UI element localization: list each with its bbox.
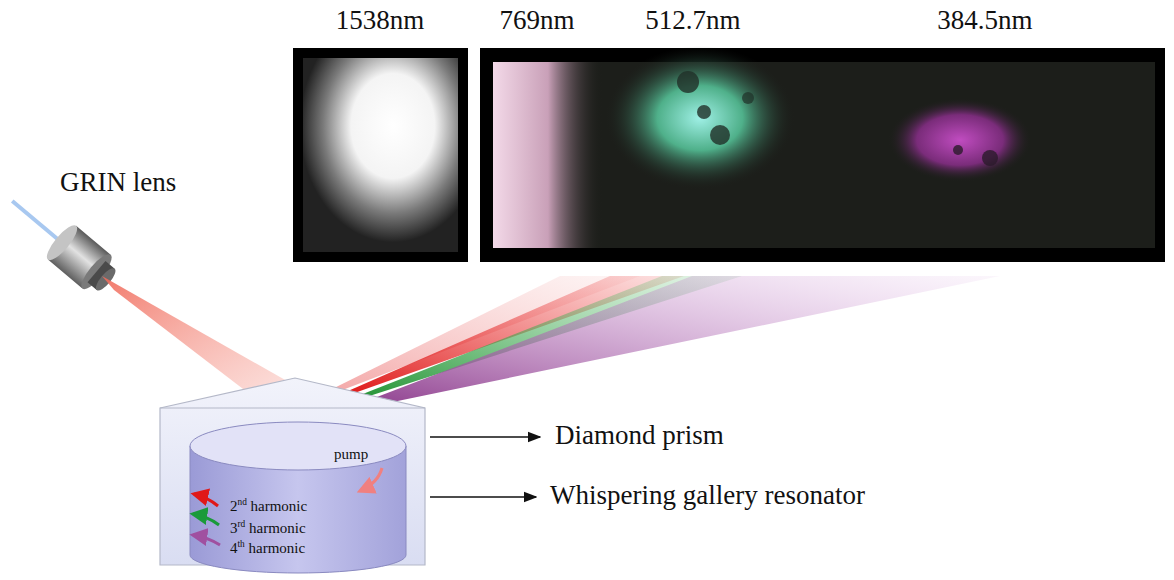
wavelength-heading: 384.5nm	[937, 6, 1032, 36]
wavelength-heading: 512.7nm	[645, 6, 740, 36]
leader-arrow	[430, 436, 540, 438]
image-ground	[493, 62, 1155, 248]
pump-arrow	[360, 468, 382, 491]
mode-label: pump	[334, 446, 368, 463]
uv-spot	[888, 98, 1032, 182]
dust-spot	[982, 150, 998, 166]
dust-spot	[953, 145, 963, 155]
dust-spot	[697, 105, 711, 119]
lens-back	[43, 221, 82, 264]
harmonic-arrow	[193, 514, 219, 525]
harmonic-arrow	[194, 494, 218, 506]
part-label: GRIN lens	[60, 168, 176, 198]
resonator-top	[190, 422, 406, 470]
harmonic-arrow	[193, 535, 220, 545]
fourth-harmonic-beam	[356, 276, 1000, 405]
image-frame	[293, 48, 468, 262]
ir-spot	[303, 58, 458, 252]
image-panel: 1538nm	[293, 48, 468, 262]
image-frame	[480, 48, 1165, 262]
grin-lens	[0, 184, 124, 299]
dust-spot	[742, 92, 754, 104]
red-spot	[493, 62, 603, 248]
prism-edge	[160, 407, 425, 408]
part-label: Whispering gallery resonator	[550, 481, 865, 511]
image-panel: 769nm512.7nm384.5nm	[480, 48, 1165, 262]
leader-arrow	[430, 496, 536, 498]
mode-label: 2nd harmonic	[230, 498, 307, 515]
mode-label: 4th harmonic	[230, 540, 305, 557]
dust-spot	[710, 125, 730, 145]
dust-spot	[677, 71, 699, 93]
mode-label: 3rd harmonic	[230, 520, 306, 537]
green-spot	[605, 46, 795, 190]
resonator: pump 2nd harmonic 3rd harmonic 4th harmonic	[188, 428, 408, 576]
optical-fiber	[12, 201, 62, 243]
wavelength-heading: 769nm	[499, 6, 574, 36]
wavelength-heading: 1538nm	[336, 6, 425, 36]
part-label: Diamond prism	[555, 421, 724, 451]
pump-input-beam	[102, 276, 287, 392]
